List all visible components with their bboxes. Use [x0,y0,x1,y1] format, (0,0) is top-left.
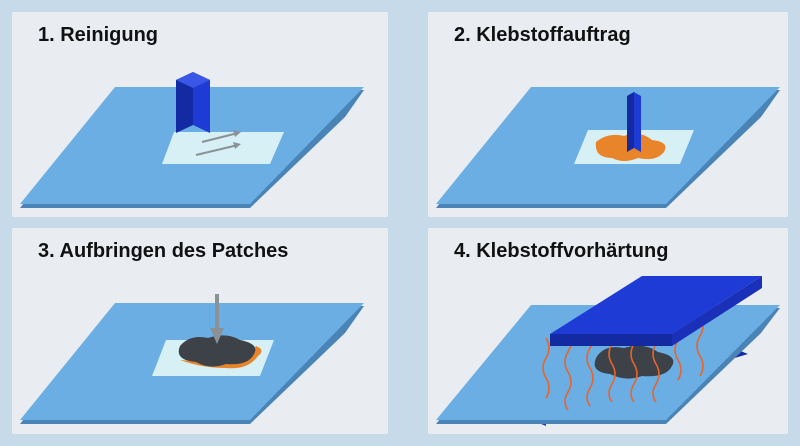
upper-heating-plate [550,276,762,346]
patch [178,335,256,367]
step-2-illustration [436,87,780,208]
cleaning-arrows [195,130,241,156]
step-2-title: 2. Klebstoffauftrag [454,24,631,46]
step-4-title: 4. Klebstoffvorhärtung [454,240,669,262]
step-3-title: 3. Aufbringen des Patches [38,240,289,262]
step-3-illustration [20,294,364,424]
step-1-panel: 1. Reinigung [12,12,388,217]
pressing-arrow [210,294,224,344]
step-2-panel: 2. Klebstoffauftrag [428,12,788,217]
cleaning-tool [176,72,210,133]
step-1-illustration [20,72,364,208]
step-1-title: 1. Reinigung [38,24,158,46]
adhesive-dispenser [627,92,641,152]
step-3-panel: 3. Aufbringen des Patches [12,228,388,434]
step-4-illustration [436,276,780,426]
step-4-panel: 4. Klebstoffvorhärtung [428,228,788,434]
